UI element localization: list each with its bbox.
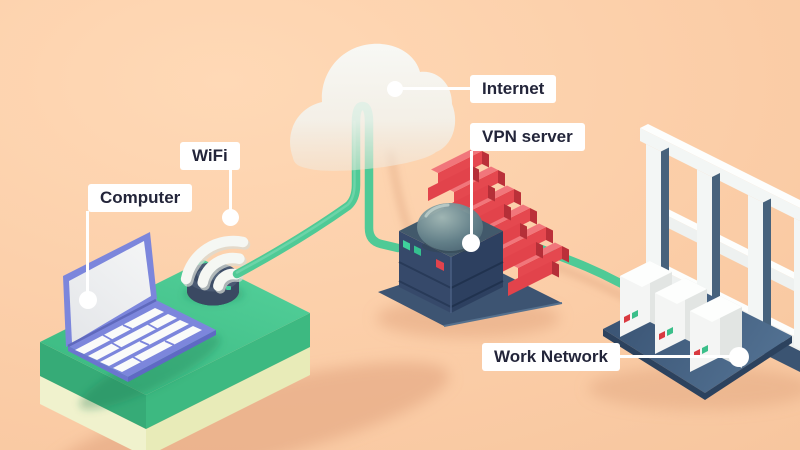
server-led-green xyxy=(702,345,708,354)
vpn-led-teal-2 xyxy=(414,245,421,256)
home-platform-group xyxy=(40,232,310,450)
laptop-screen xyxy=(69,241,151,343)
wifi-label-text: WiFi xyxy=(192,146,228,165)
work-callout-dot xyxy=(729,347,749,367)
laptop-deck xyxy=(68,300,216,377)
internet-cloud xyxy=(290,43,456,171)
vpn-server-label: VPN server xyxy=(470,123,585,151)
vpn-led-red xyxy=(436,259,444,271)
server-led-green xyxy=(667,327,673,336)
server-led-red xyxy=(624,314,630,323)
wifi-callout-line xyxy=(229,167,232,219)
vpn-callout-dot xyxy=(462,234,480,252)
work-network-label: Work Network xyxy=(482,343,620,371)
server-led-red xyxy=(659,331,665,340)
vpn-led-teal-1 xyxy=(403,240,410,251)
internet-label-text: Internet xyxy=(482,79,545,98)
computer-label-text: Computer xyxy=(100,188,181,207)
internet-callout-dot xyxy=(387,81,403,97)
internet-label: Internet xyxy=(470,75,557,103)
router-led xyxy=(226,286,231,290)
vpn-server-label-text: VPN server xyxy=(482,127,573,146)
server-led-green xyxy=(632,310,638,319)
laptop xyxy=(63,232,216,382)
laptop-keyboard xyxy=(75,308,202,372)
wifi-callout-dot xyxy=(222,209,239,226)
computer-callout-dot xyxy=(79,291,97,309)
work-callout-line xyxy=(618,355,737,358)
vpn-callout-line xyxy=(470,151,473,243)
wifi-label: WiFi xyxy=(180,142,240,170)
vpn-server-box xyxy=(398,203,504,313)
computer-callout-line xyxy=(86,211,89,300)
work-network-label-text: Work Network xyxy=(494,347,608,366)
work-server-3 xyxy=(690,296,742,372)
computer-label: Computer xyxy=(88,184,193,212)
internet-callout-line xyxy=(399,87,470,90)
work-network-group xyxy=(603,261,792,400)
